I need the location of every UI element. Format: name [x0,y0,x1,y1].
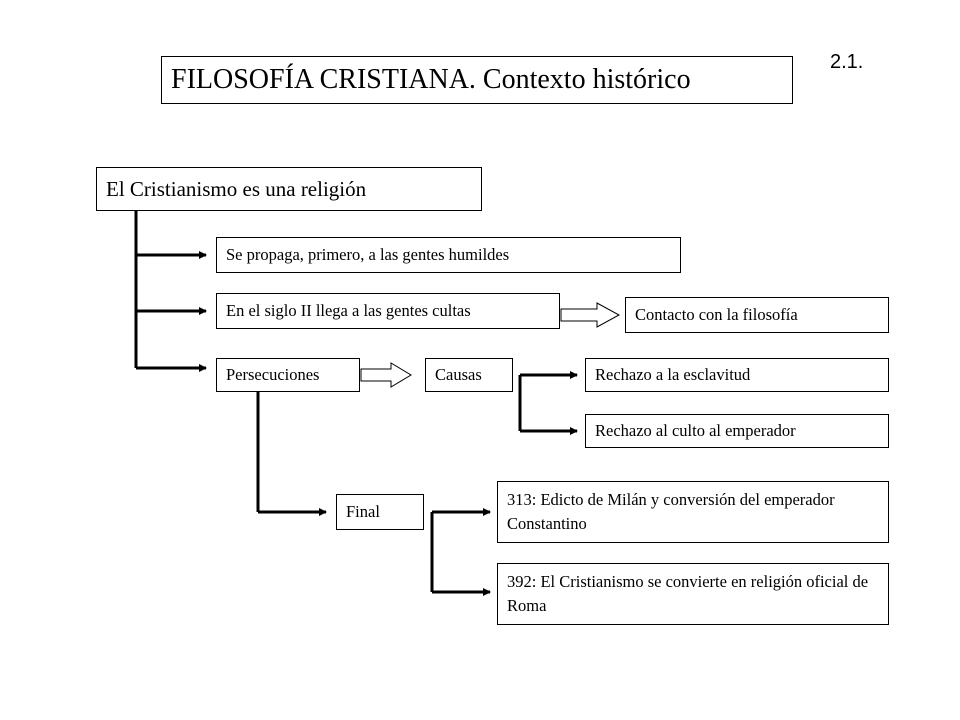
node-causes-label: Causas [435,365,482,384]
node-cause-slavery-label: Rechazo a la esclavitud [595,365,751,384]
node-persecutions: Persecuciones [216,358,360,392]
node-event-392-label: 392: El Cristianismo se convierte en rel… [507,572,869,615]
node-contact-philosophy-label: Contacto con la filosofía [635,305,798,324]
node-cultured: En el siglo II llega a las gentes cultas [216,293,560,329]
hollow-arrow-causes [360,362,412,388]
node-event-392: 392: El Cristianismo se convierte en rel… [497,563,889,625]
hollow-arrow-contact [560,302,621,328]
root-node-label: El Cristianismo es una religión [106,176,367,201]
node-event-313: 313: Edicto de Milán y conversión del em… [497,481,889,543]
node-causes: Causas [425,358,513,392]
node-persecutions-label: Persecuciones [226,365,320,384]
root-node: El Cristianismo es una religión [96,167,482,211]
page-title-text: FILOSOFÍA CRISTIANA. Contexto histórico [171,64,691,95]
node-contact-philosophy: Contacto con la filosofía [625,297,889,333]
page-title: FILOSOFÍA CRISTIANA. Contexto histórico [161,56,793,104]
node-cause-emperor-cult-label: Rechazo al culto al emperador [595,421,796,440]
node-cause-slavery: Rechazo a la esclavitud [585,358,889,392]
node-humble-label: Se propaga, primero, a las gentes humild… [226,245,510,264]
node-cultured-label: En el siglo II llega a las gentes cultas [226,301,471,320]
node-final: Final [336,494,424,530]
node-final-label: Final [346,502,380,521]
node-event-313-label: 313: Edicto de Milán y conversión del em… [507,490,835,533]
node-humble: Se propaga, primero, a las gentes humild… [216,237,681,273]
page-number: 2.1. [830,51,864,73]
node-cause-emperor-cult: Rechazo al culto al emperador [585,414,889,448]
